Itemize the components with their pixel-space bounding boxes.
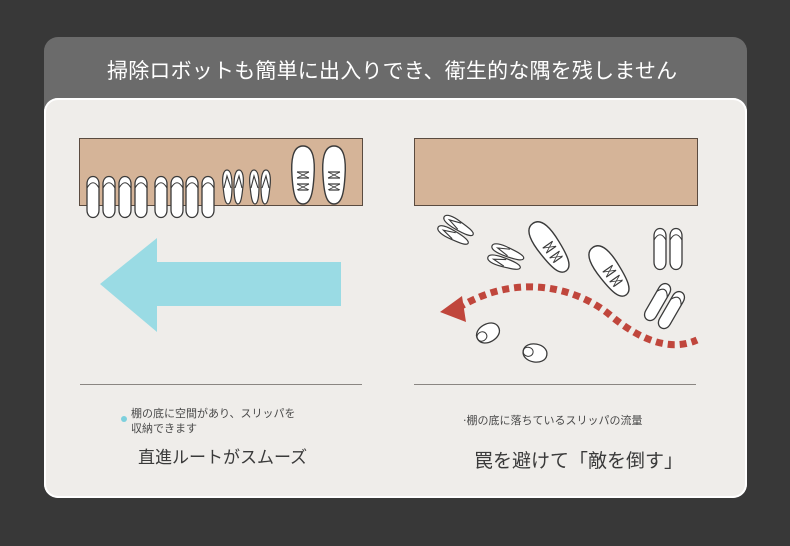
bullet-icon <box>121 416 127 422</box>
flipflop-icon <box>249 169 271 205</box>
divider-left <box>80 384 362 385</box>
slipper-icon <box>118 175 148 219</box>
left-note-line2: 収納できます <box>131 422 197 435</box>
shoe-shelf-right <box>414 138 698 206</box>
left-note-line1: 棚の底に空間があり、スリッパを <box>131 407 296 420</box>
page-title: 掃除ロボットも簡単に出入りでき、衛生的な隅を残しません <box>107 59 678 83</box>
straight-path-arrow-icon <box>100 238 341 332</box>
slipper-icon <box>641 280 688 332</box>
slipper-icon <box>86 175 116 219</box>
divider-right <box>414 384 696 385</box>
slipper-icon <box>653 227 683 271</box>
flipflop-icon <box>435 212 477 249</box>
right-note: ·棚の底に落ちているスリッパの流量 <box>463 414 643 427</box>
winding-path-arrow-icon <box>456 283 699 349</box>
slipper-icon <box>154 175 184 219</box>
flipflop-icon <box>222 169 244 205</box>
left-caption: 直進ルートがスムーズ <box>138 448 308 468</box>
right-caption: 罠を避けて「敵を倒す」 <box>474 450 684 472</box>
slipper-icon <box>185 175 215 219</box>
dress-shoe-icon <box>582 240 637 303</box>
slipper-icon <box>472 318 504 348</box>
dress-shoe-icon <box>291 145 315 205</box>
arrow-head-icon <box>440 296 466 322</box>
dress-shoe-icon <box>522 216 577 279</box>
slipper-icon <box>520 341 550 365</box>
flipflop-icon <box>485 241 527 274</box>
left-note: 棚の底に空間があり、スリッパを 収納できます <box>131 406 296 436</box>
dress-shoe-icon <box>322 145 346 205</box>
